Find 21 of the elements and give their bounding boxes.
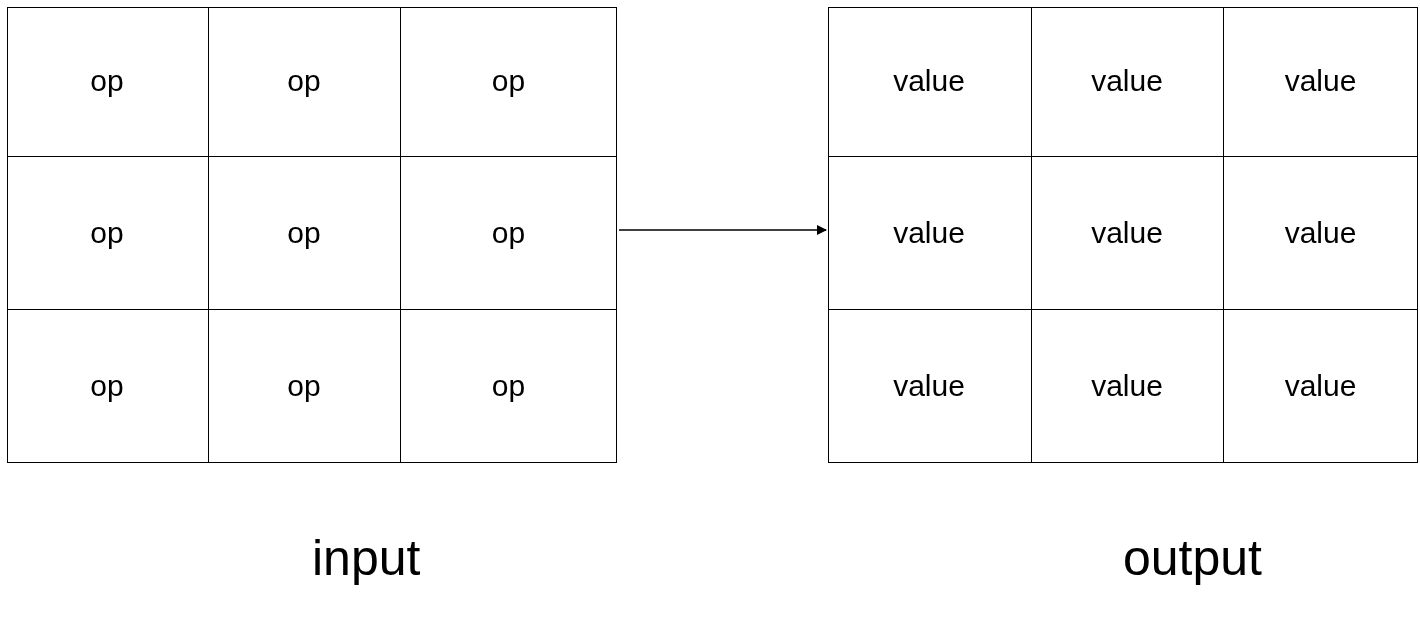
cell-text: op [491,369,526,403]
cell-text: op [90,215,124,250]
cell-text: value [893,215,965,250]
cell-text: value [893,369,965,403]
cell-text: value [893,64,965,98]
cell-text: value [1091,64,1163,98]
arrow [618,225,827,235]
cell-text: value [1284,64,1357,98]
cell-text: op [491,64,526,98]
cell-text: value [1284,215,1357,250]
cell-text: value [1284,369,1357,403]
cell-text: op [287,64,321,98]
cell-text: op [491,215,526,250]
table-caption: input [312,529,421,587]
cell-text: op [287,215,321,250]
cell-text: op [287,369,321,403]
cell-text: value [1091,215,1163,250]
table-caption: output [1123,529,1262,587]
cell-text: value [1091,369,1163,403]
cell-text: op [90,369,124,403]
cell-text: op [90,64,124,98]
